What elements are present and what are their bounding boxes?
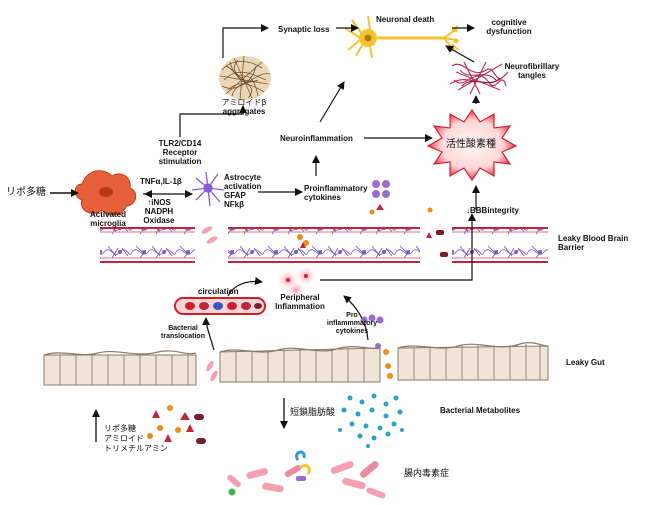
inos-line1: ↑iNOS [147, 198, 171, 207]
astro-line3: GFAP [224, 191, 246, 200]
metab-line2: アミロイド [104, 434, 144, 443]
reactive-oxygen-species-burst [426, 108, 518, 182]
amyloid-aggregate-icon [219, 55, 271, 101]
peripheral-line1: Peripheral [280, 293, 320, 302]
activated-line1: Activated [89, 210, 126, 219]
translocation-arrow [202, 317, 215, 351]
neurofibrillary-tangles-label: Neurofibrillary tangles [496, 62, 568, 80]
peripheral-inflammation-glow [276, 265, 317, 300]
bact-trans-line1: Bacterial [168, 325, 198, 332]
nft-line2: tangles [517, 71, 546, 80]
peripheral-to-bbb-arrow [320, 213, 476, 281]
cytokines-to-peripheral-arrow [343, 295, 369, 341]
scfa-label: 短鎖脂肪酸 [290, 408, 336, 418]
metabolite-shapes [147, 405, 206, 444]
gut-segment-3 [397, 342, 549, 381]
dysbiosis-label: 腸内毒素症 [404, 469, 450, 479]
proinflam-line2: cytokines [304, 193, 341, 202]
pro-line1: Pro [346, 312, 358, 319]
amyloid-line1: アミロイドβ [221, 98, 267, 107]
pro-line3: cytokines [335, 328, 369, 335]
circulation-arrow [227, 277, 263, 297]
leaky-bbb-line1: Leaky Blood Brain [558, 234, 629, 243]
bbb-integrity-label: ↓BBBintegrity [466, 206, 519, 215]
bacterial-translocation-label: Bacterial translocation [150, 325, 216, 341]
activated-microglia-label: Activated microglia [80, 210, 136, 228]
tlr-line1: TLR2/CD14 [158, 139, 202, 148]
gut-cytokine-icons [360, 314, 389, 355]
tnf-label: TNFα,IL-1β [140, 177, 182, 186]
metab-line3: トリメチルアミン [104, 444, 168, 453]
pro-inflammatory-cytokines-label: Pro inflammmatory cytokines [314, 312, 390, 336]
bbb-segment-2 [228, 227, 420, 263]
tlr-line3: stimulation [158, 157, 202, 166]
activated-line2: microglia [90, 219, 126, 228]
synaptic-loss-label: Synaptic loss [278, 25, 330, 34]
lps-left-label: リポ多糖 [6, 187, 46, 198]
amyloid-line2: aggregates [222, 107, 266, 116]
gut-segment-1 [43, 350, 197, 386]
cognitive-dysfunction-label: cognitive dysfunction [478, 18, 540, 36]
astrocyte-icon [191, 171, 225, 207]
gut-segment-2 [219, 345, 381, 383]
metabolite-list-label: リポ多糖 アミロイド トリメチルアミン [104, 424, 168, 454]
astro-line2: activation [224, 182, 262, 191]
cognitive-line2: dysfunction [486, 27, 532, 36]
astro-line4: NFkβ [224, 200, 244, 209]
oxidative-stress-label: 活性酸素種 [446, 139, 496, 150]
dysbiosis-bacteria [227, 450, 386, 499]
pro-line2: inflammmatory [326, 320, 378, 327]
neuroinflammation-label: Neuroinflammation [280, 134, 353, 143]
bbb-segment-3 [452, 227, 548, 263]
cognitive-line1: cognitive [491, 18, 527, 27]
metab-line1: リポ多糖 [104, 424, 136, 433]
nft-line1: Neurofibrillary [504, 62, 560, 71]
blood-vessel [174, 297, 266, 315]
circulation-label: circulation [198, 287, 239, 296]
tlr-line2: Receptor [162, 148, 198, 157]
activated-microglia-icon [74, 170, 137, 216]
leaky-bbb-label: Leaky Blood Brain Barrier [558, 234, 628, 252]
bbb-segment-1 [100, 227, 195, 263]
leaky-gut-label: Leaky Gut [566, 358, 605, 367]
astrocyte-label: Astrocyte activation GFAP NFkβ [224, 173, 261, 209]
inos-line3: Oxidase [143, 216, 175, 225]
leaky-bbb-line2: Barrier [558, 243, 585, 252]
bact-trans-line2: translocation [161, 333, 205, 340]
bacterial-metabolites-label: Bacterial Metabolites [440, 406, 521, 415]
inos-label: ↑iNOS NADPH Oxidase [134, 198, 184, 225]
cytokine-cluster-icon [369, 180, 433, 215]
blood-brain-barrier [100, 227, 548, 263]
peripheral-inflammation-label: Peripheral Inflammation [264, 293, 336, 311]
neuronal-death-label: Neuronal death [376, 15, 435, 24]
proinflam-line1: Proinflammatory [304, 184, 368, 193]
peripheral-line2: Inflammation [275, 302, 325, 311]
arrows-top [179, 24, 480, 210]
astro-line1: Astrocyte [224, 173, 261, 182]
neurofibrillary-tangles-icon [449, 61, 509, 95]
scfa-dot-cloud [338, 393, 404, 448]
amyloid-beta-label: アミロイドβ aggregates [208, 98, 280, 116]
leaky-gut-epithelium [43, 342, 549, 386]
proinflammatory-cytokines-label: Proinflammatory cytokines [304, 184, 368, 202]
inos-line2: NADPH [144, 207, 174, 216]
tlr-receptor-label: TLR2/CD14 Receptor stimulation [148, 139, 212, 166]
